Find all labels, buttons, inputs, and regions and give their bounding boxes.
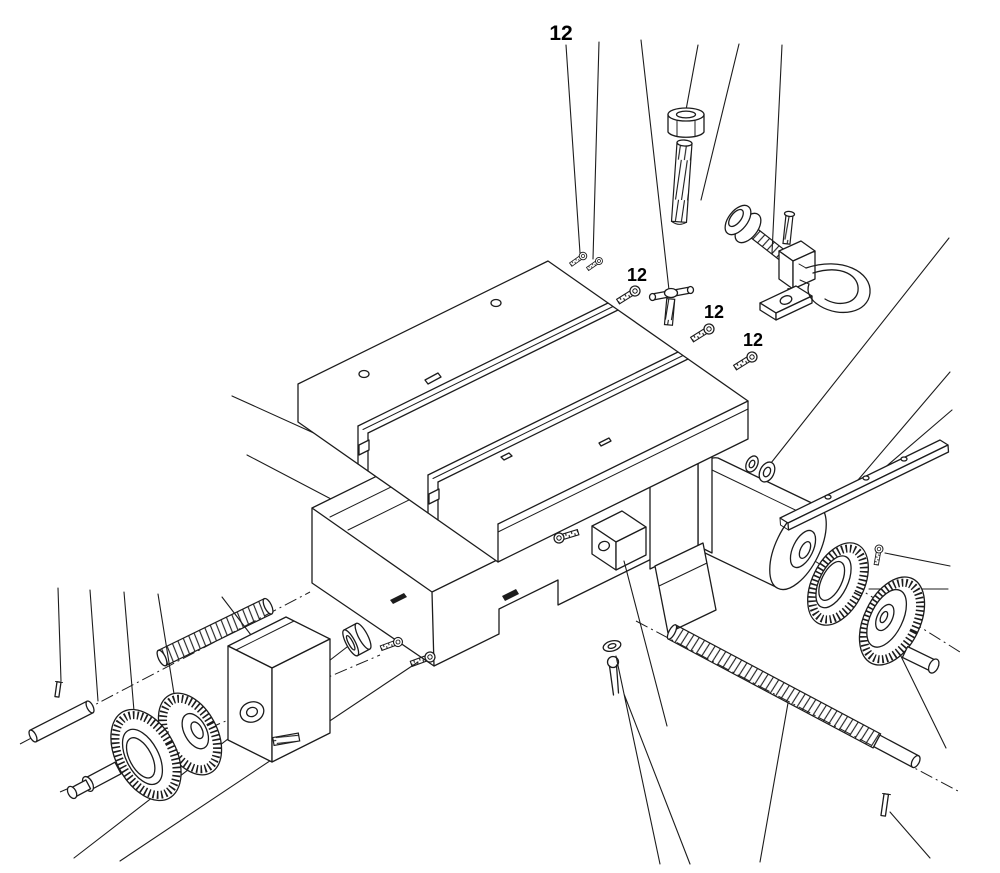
t-handle-bolt <box>648 285 695 326</box>
callout-12-screw1: 12 <box>627 265 647 285</box>
callout-12-screw3: 12 <box>743 330 763 350</box>
bushing-collar <box>342 622 372 657</box>
callout-12-screw2: 12 <box>704 302 724 322</box>
dowel-pin <box>880 793 891 817</box>
milling-table <box>297 260 749 563</box>
hex-nut <box>667 107 705 138</box>
dial-set-screw <box>871 543 885 566</box>
leadscrew-left <box>156 597 274 667</box>
pan-head-screw-3 <box>731 349 760 373</box>
feed-nut-block <box>591 510 647 571</box>
pan-head-screw-b <box>585 255 605 273</box>
pan-head-screw-2 <box>688 321 717 345</box>
gib-strip <box>779 439 950 531</box>
leader-lines-front <box>623 560 668 727</box>
washer-set <box>745 455 776 483</box>
pan-head-screw-a <box>568 250 589 269</box>
loop-handle <box>798 263 871 314</box>
shaft-journal-left <box>28 700 95 743</box>
graduated-dial-right <box>858 576 926 666</box>
flat-washer <box>602 639 622 653</box>
left-pin <box>54 681 63 698</box>
callout-12-top: 12 <box>549 22 572 45</box>
pan-head-screw-1 <box>614 283 643 307</box>
threaded-stud <box>670 139 693 225</box>
bearing-block-left <box>227 616 331 763</box>
crank-handle-left <box>66 761 122 800</box>
leadscrew-right <box>666 624 921 769</box>
handwheel-left <box>110 708 182 802</box>
clamp-shaft-assembly <box>724 204 871 321</box>
mounting-foot <box>654 542 717 634</box>
clamp-screw <box>782 210 796 245</box>
set-screw-1 <box>378 635 405 653</box>
crank-handle-right <box>901 645 940 674</box>
clamp-plate <box>759 285 813 321</box>
handwheel-right <box>807 542 869 626</box>
split-pin <box>606 655 620 696</box>
